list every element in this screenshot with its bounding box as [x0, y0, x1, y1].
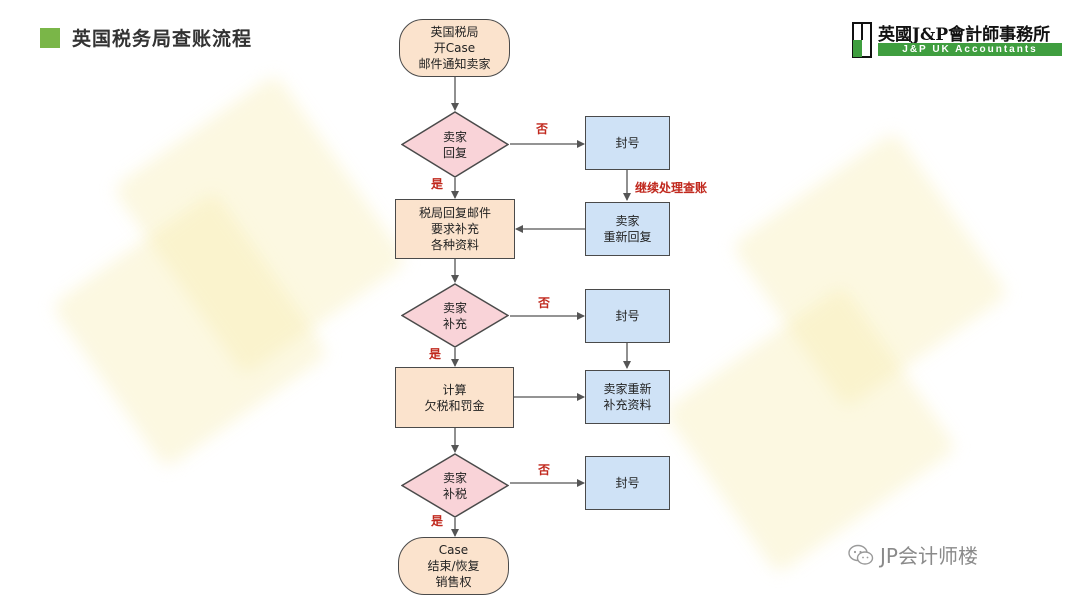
- decision-seller-pay: 卖家 补税: [401, 453, 509, 518]
- edge-label-no-1: 否: [536, 122, 549, 136]
- logo-english-name: J&P UK Accountants: [878, 43, 1062, 56]
- node-seller-rereply-label: 卖家 重新回复: [603, 214, 652, 244]
- header: 英国税务局查账流程: [40, 24, 252, 51]
- edge-label-yes-1: 是: [431, 177, 444, 191]
- decision-seller-pay-label: 卖家 补税: [442, 470, 467, 501]
- decision-seller-supplement: 卖家 补充: [401, 283, 509, 348]
- node-start-label: 英国税局 开Case 邮件通知卖家: [418, 25, 491, 71]
- node-suspend-2-label: 封号: [615, 309, 640, 323]
- edge-label-yes-2: 是: [429, 347, 442, 361]
- node-suspend-3-label: 封号: [615, 476, 640, 490]
- logo-chinese-name: 英國J&P會計師事務所: [878, 25, 1051, 45]
- node-calculate-label: 计算 欠税和罚金: [424, 382, 485, 413]
- decision-seller-supplement-shape: [401, 283, 509, 348]
- node-start: 英国税局 开Case 邮件通知卖家: [399, 19, 510, 77]
- title-accent-square: [40, 27, 60, 48]
- node-suspend-1-label: 封号: [615, 136, 640, 150]
- node-seller-resupplement-label: 卖家重新 补充资料: [603, 382, 652, 412]
- node-suspend-1: 封号: [585, 116, 670, 170]
- node-suspend-3: 封号: [585, 456, 670, 510]
- edge-label-no-2: 否: [538, 296, 551, 310]
- edge-label-yes-3: 是: [431, 514, 444, 528]
- decision-seller-reply: 卖家 回复: [401, 111, 509, 178]
- company-logo: 英國J&P會計師事務所 J&P UK Accountants: [852, 20, 1064, 60]
- watermark-text: JP会计师楼: [880, 544, 978, 568]
- node-hmrc-reply-label: 税局回复邮件 要求补充 各种资料: [418, 206, 491, 252]
- page-title: 英国税务局查账流程: [72, 28, 253, 50]
- wechat-watermark: JP会计师楼: [848, 540, 978, 569]
- node-seller-rereply: 卖家 重新回复: [585, 202, 670, 256]
- node-calculate: 计算 欠税和罚金: [395, 367, 514, 428]
- node-end: Case 结束/恢复 销售权: [398, 537, 509, 595]
- decision-seller-reply-shape: [401, 111, 509, 178]
- node-suspend-2: 封号: [585, 289, 670, 343]
- decision-seller-pay-shape: [401, 453, 509, 518]
- decision-seller-reply-label: 卖家 回复: [442, 129, 467, 160]
- edge-label-continue: 继续处理查账: [635, 181, 708, 195]
- node-hmrc-reply: 税局回复邮件 要求补充 各种资料: [395, 199, 515, 259]
- wechat-icon: [848, 544, 874, 565]
- edge-label-no-3: 否: [538, 463, 551, 477]
- node-seller-resupplement: 卖家重新 补充资料: [585, 370, 670, 424]
- node-end-label: Case 结束/恢复 销售权: [427, 543, 480, 589]
- decision-seller-supplement-label: 卖家 补充: [442, 300, 467, 331]
- logo-mark-icon: [852, 22, 872, 58]
